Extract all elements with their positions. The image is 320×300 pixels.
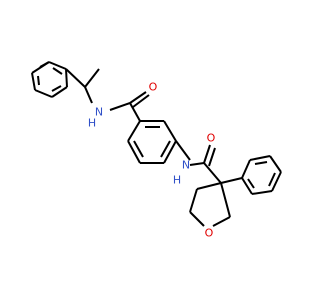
atom-h-amide2: H — [173, 174, 181, 187]
amide-group-2 — [175, 140, 222, 184]
molecule-structure: O N H O N H O — [31, 61, 282, 240]
atom-h-amide1: H — [88, 117, 96, 130]
atom-o-ring: O — [205, 227, 214, 240]
ethyl-linker — [65, 68, 100, 104]
amide-group-1 — [109, 91, 150, 122]
atom-n-amide1: N — [95, 106, 103, 119]
atom-o-amide2: O — [207, 132, 216, 145]
oxane-ring — [189, 182, 231, 227]
phenyl-ring-right — [220, 155, 282, 195]
benzene-ring-center — [127, 120, 177, 164]
atom-n-amide2: N — [182, 159, 190, 172]
phenyl-ring-left — [31, 61, 68, 98]
atom-o-amide1: O — [149, 81, 158, 94]
